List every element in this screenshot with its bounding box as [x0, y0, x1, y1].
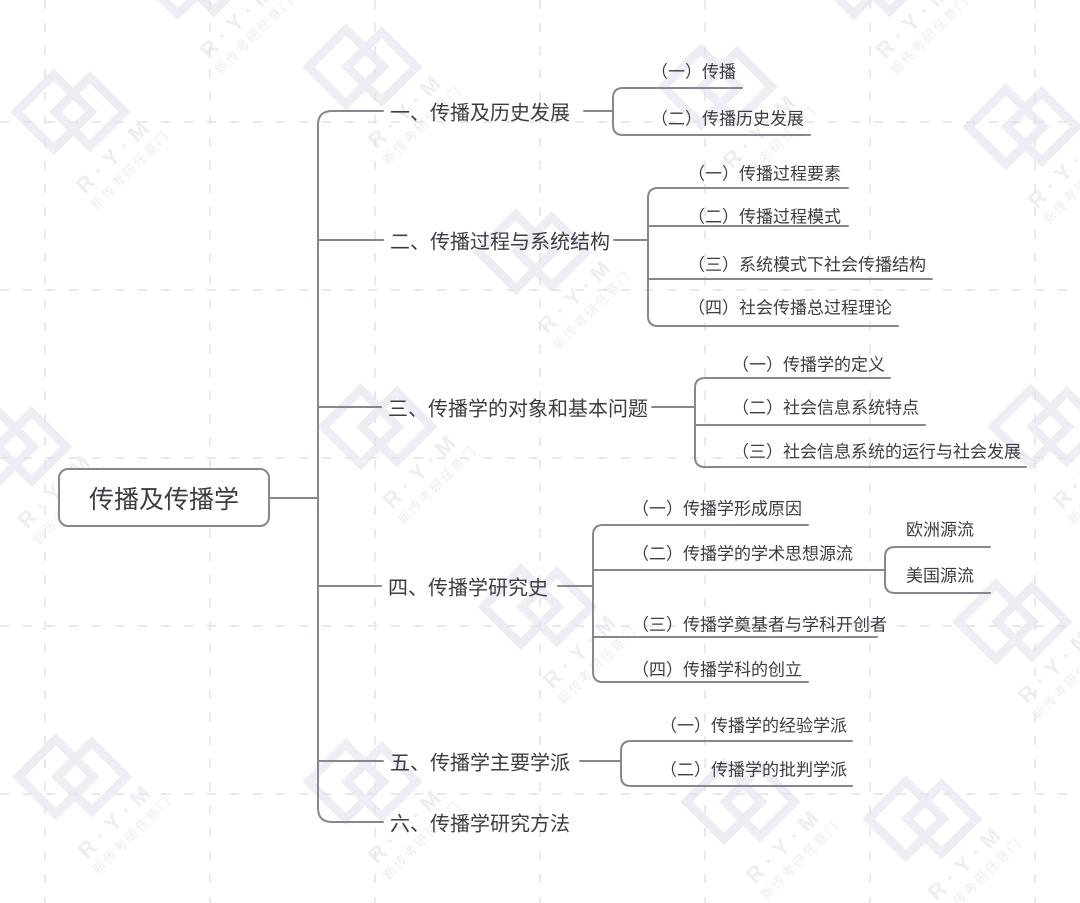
- branch-4-bracket: [592, 524, 809, 683]
- rym-logo-icon: [472, 208, 593, 296]
- root-topic[interactable]: 传播及传播学: [58, 468, 270, 527]
- rym-watermark: R·Y·M 新传考研任意门: [294, 342, 496, 544]
- rym-logo-icon: [317, 383, 438, 471]
- child-topic-5-1[interactable]: （一）传播学的经验学派: [660, 716, 847, 736]
- child-topic-3-1[interactable]: （一）传播学的定义: [732, 355, 885, 375]
- rym-logo-icon: [302, 23, 423, 111]
- branch-topic-3[interactable]: 三、传播学的对象和基本问题: [388, 398, 648, 421]
- rym-logo-icon: [0, 403, 73, 491]
- branch-3-bracket: [694, 377, 1027, 468]
- rym-watermark: R·Y·M 新传考研任意门: [0, 27, 189, 229]
- rym-logo-icon: [10, 68, 131, 156]
- rym-watermark: R·Y·M 新传考研任意门: [939, 42, 1080, 244]
- child-topic-4-3[interactable]: （三）传播学奠基者与学科开创者: [632, 615, 887, 635]
- rym-watermark: R·Y·M 新传考研任意门: [449, 167, 651, 369]
- rym-watermark: R·Y·M 新传考研任意门: [839, 734, 1041, 903]
- rym-logo-icon: [962, 83, 1080, 171]
- subchild-topic-europe[interactable]: 欧洲源流: [906, 520, 974, 540]
- child-topic-2-1[interactable]: （一）传播过程要素: [688, 164, 841, 184]
- rym-watermark: R·Y·M 新传考研任意门: [0, 362, 131, 564]
- branch-topic-6[interactable]: 六、传播学研究方法: [390, 813, 570, 836]
- child-topic-3-3[interactable]: （三）社会信息系统的运行与社会发展: [732, 442, 1021, 462]
- child-topic-2-3[interactable]: （三）系统模式下社会传播结构: [688, 255, 926, 275]
- branch-2-bracket: [647, 187, 899, 327]
- child-topic-2-2[interactable]: （二）传播过程模式: [688, 207, 841, 227]
- branch-4-sub-bracket: [884, 546, 991, 594]
- rym-logo-icon: [302, 738, 423, 826]
- child-topic-2-4[interactable]: （四）社会传播总过程理论: [688, 298, 892, 318]
- child-topic-4-1[interactable]: （一）传播学形成原因: [632, 499, 802, 519]
- child-topic-5-2[interactable]: （二）传播学的批判学派: [660, 760, 847, 780]
- rym-watermark: R·Y·M 新传考研任意门: [279, 0, 481, 184]
- branch-topic-5[interactable]: 五、传播学主要学派: [390, 752, 570, 775]
- rym-watermark: R·Y·M 新传考研任意门: [929, 537, 1080, 739]
- branch-topic-2[interactable]: 二、传播过程与系统结构: [390, 231, 610, 254]
- branch-topic-4[interactable]: 四、传播学研究史: [388, 577, 548, 600]
- child-topic-1-2[interactable]: （二）传播历史发展: [651, 109, 804, 129]
- subchild-topic-america[interactable]: 美国源流: [906, 566, 974, 586]
- branch-5-bracket: [620, 740, 853, 787]
- branch-1-bracket: [612, 87, 811, 136]
- child-topic-4-4[interactable]: （四）传播学科的创立: [632, 660, 802, 680]
- branch-topic-1[interactable]: 一、传播及历史发展: [390, 102, 570, 125]
- child-topic-3-2[interactable]: （二）社会信息系统特点: [732, 398, 919, 418]
- rym-logo-icon: [657, 43, 778, 131]
- rym-watermark: R·Y·M 新传考研任意门: [279, 697, 481, 899]
- rym-logo-icon: [952, 578, 1073, 666]
- child-topic-4-2[interactable]: （二）传播学的学术思想源流: [632, 544, 853, 564]
- spine: [317, 110, 384, 823]
- child-topic-1-1[interactable]: （一）传播: [651, 62, 736, 82]
- rym-logo-icon: [862, 775, 983, 863]
- rym-watermark: R·Y·M 新传考研任意门: [634, 2, 836, 204]
- rym-logo-icon: [987, 383, 1080, 471]
- rym-watermark: R·Y·M 新传考研任意门: [964, 342, 1080, 544]
